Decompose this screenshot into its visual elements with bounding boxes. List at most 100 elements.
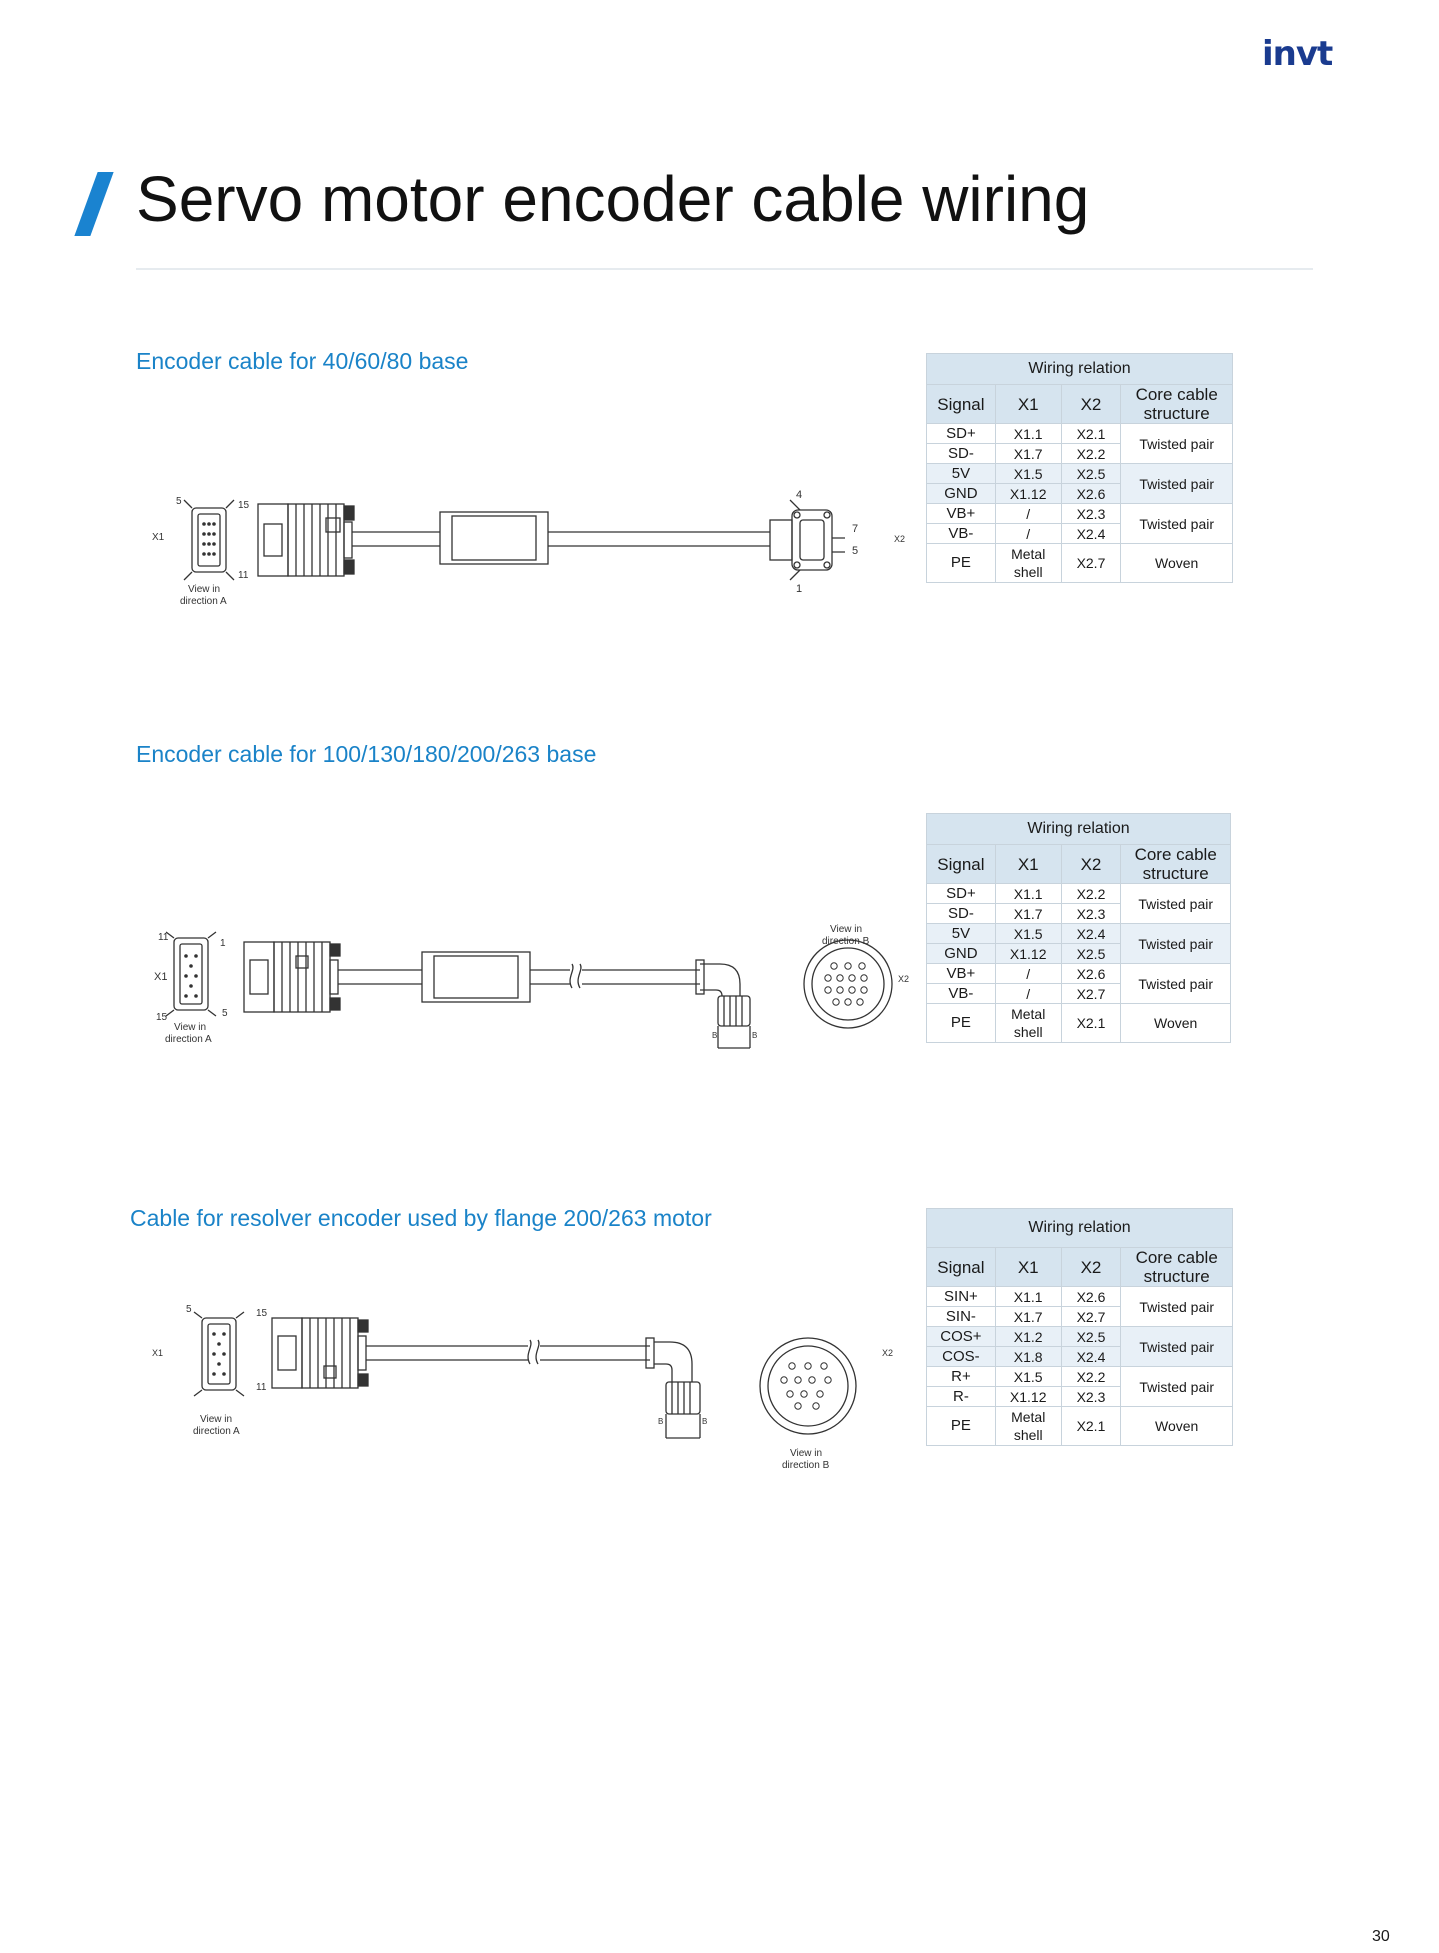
x2-pin-1-label: 1 <box>796 583 802 595</box>
b-marker-right: B <box>752 1031 757 1040</box>
table-row: PE Metal shell X2.1 Woven <box>926 1406 1233 1446</box>
core-structure-cell: Twisted pair <box>1120 503 1233 544</box>
cable-break-mark <box>527 1339 540 1365</box>
table-row: VB- / X2.7 <box>926 983 1231 1004</box>
table-row: VB+ / X2.6 Twisted pair <box>926 963 1231 1004</box>
view-a-label-line2: direction A <box>193 1426 240 1437</box>
core-structure-cell: Twisted pair <box>1120 1286 1233 1327</box>
x1-pin-5-label: 5 <box>186 1304 192 1315</box>
x2-elbow-connector <box>645 1337 701 1439</box>
b-marker-left: B <box>712 1031 717 1040</box>
x1-col-header: X1 <box>994 844 1062 884</box>
cable-right <box>548 531 770 547</box>
core-structure-cell: Twisted pair <box>1120 463 1233 504</box>
x1-pin-15-label: 15 <box>238 500 250 511</box>
table-row: COS+ X1.2 X2.5 Twisted pair <box>926 1326 1233 1367</box>
table-row: R+ X1.5 X2.2 Twisted pair <box>926 1366 1233 1407</box>
table-row: SD+ X1.1 X2.2 Twisted pair <box>926 883 1231 924</box>
x1-dsub-connector <box>243 941 341 1013</box>
x1-dsub-connector <box>257 503 355 577</box>
title-accent-slash <box>74 172 114 236</box>
x2-pin-7-label: 7 <box>852 523 858 535</box>
view-a-label-line1: View in <box>200 1414 232 1425</box>
table-row: GND X1.12 X2.5 <box>926 943 1231 964</box>
page-title: Servo motor encoder cable wiring <box>136 163 1090 235</box>
x1-label: X1 <box>152 532 165 543</box>
section-1-wiring-table: Wiring relation Signal X1 X2 Core cable … <box>926 353 1233 583</box>
x1-pin-11-label: 11 <box>256 1382 267 1393</box>
ferrite-core <box>439 511 549 565</box>
x2-elbow-connector <box>695 959 751 1049</box>
x1-pin-11-label: 11 <box>238 570 249 581</box>
x1-face-view <box>193 1311 245 1397</box>
b-marker-left: B <box>658 1417 663 1426</box>
x2-label: X2 <box>882 1348 893 1358</box>
x1-face-view <box>183 499 235 581</box>
table-row: PE Metal shell X2.1 Woven <box>926 1003 1231 1043</box>
view-b-label-line1: View in <box>790 1448 822 1459</box>
wiring-relation-header: Wiring relation <box>926 353 1233 385</box>
table-row: VB- / X2.4 <box>926 523 1233 544</box>
x1-pin-15-label: 15 <box>256 1308 268 1319</box>
section-2-wiring-table: Wiring relation Signal X1 X2 Core cable … <box>926 813 1231 1043</box>
x2-connector <box>769 499 845 581</box>
view-a-label-line2: direction A <box>180 596 227 607</box>
core-col-header: Core cable structure <box>1120 844 1231 884</box>
core-structure-cell: Twisted pair <box>1120 963 1231 1004</box>
table-row: SD- X1.7 X2.3 <box>926 903 1231 924</box>
core-col-header: Core cable structure <box>1120 384 1233 424</box>
table-row: 5V X1.5 X2.4 Twisted pair <box>926 923 1231 964</box>
x1-label: X1 <box>154 971 167 983</box>
core-structure-cell: Twisted pair <box>1120 423 1233 464</box>
signal-col-header: Signal <box>926 384 996 424</box>
wiring-relation-header: Wiring relation <box>926 1208 1233 1248</box>
x1-pin-5-label: 5 <box>176 496 182 507</box>
table-row: SD+ X1.1 X2.1 Twisted pair <box>926 423 1233 464</box>
table-row: 5V X1.5 X2.5 Twisted pair <box>926 463 1233 504</box>
section-2-cable-drawing: 11 1 X1 15 5 View in direction A <box>140 920 920 1065</box>
table-row: VB+ / X2.3 Twisted pair <box>926 503 1233 544</box>
x1-pin-15-label: 15 <box>156 1012 168 1023</box>
table-row: SD- X1.7 X2.2 <box>926 443 1233 464</box>
section-1-cable-drawing: 5 15 11 X1 View in direction A <box>140 470 920 615</box>
core-structure-cell: Twisted pair <box>1120 883 1231 924</box>
x2-col-header: X2 <box>1060 1247 1122 1287</box>
ferrite-core <box>421 951 531 1003</box>
section-3-wiring-table: Wiring relation Signal X1 X2 Core cable … <box>926 1208 1233 1446</box>
core-col-header: Core cable structure <box>1120 1247 1233 1287</box>
core-structure-cell: Twisted pair <box>1120 923 1231 964</box>
x1-col-header: X1 <box>994 1247 1062 1287</box>
section-3-title: Cable for resolver encoder used by flang… <box>130 1205 712 1231</box>
view-b-label-line1: View in <box>830 924 862 935</box>
core-structure-cell: Twisted pair <box>1120 1366 1233 1407</box>
b-marker-right: B <box>702 1417 707 1426</box>
cable-left <box>352 531 440 547</box>
x2-col-header: X2 <box>1060 384 1122 424</box>
invt-logo: invt <box>1262 34 1333 74</box>
view-a-label-line1: View in <box>174 1022 206 1033</box>
page-number: 30 <box>1372 1928 1390 1945</box>
x1-label: X1 <box>152 1348 163 1358</box>
x2-pin-5-label: 5 <box>852 545 858 557</box>
wiring-relation-header: Wiring relation <box>926 813 1231 845</box>
x2-label: X2 <box>898 974 909 984</box>
x1-pin-5-label: 5 <box>222 1008 228 1019</box>
x1-col-header: X1 <box>994 384 1062 424</box>
cable-break-mark <box>569 963 582 989</box>
view-a-label-line1: View in <box>188 584 220 595</box>
x1-dsub-connector <box>271 1317 369 1389</box>
view-b-label-line2: direction B <box>782 1460 830 1471</box>
core-structure-cell: Twisted pair <box>1120 1326 1233 1367</box>
x1-pin-1-label: 1 <box>220 938 226 949</box>
title-divider <box>136 268 1313 270</box>
section-2-title: Encoder cable for 100/130/180/200/263 ba… <box>136 741 597 767</box>
x2-col-header: X2 <box>1060 844 1122 884</box>
view-b-label-line2: direction B <box>822 936 870 947</box>
table-row: SIN+ X1.1 X2.6 Twisted pair <box>926 1286 1233 1327</box>
table-row: GND X1.12 X2.6 <box>926 483 1233 504</box>
x1-face-view <box>165 931 217 1017</box>
view-a-label-line2: direction A <box>165 1034 212 1045</box>
table-row: COS- X1.8 X2.4 <box>926 1346 1233 1367</box>
section-3-cable-drawing: 5 15 11 X1 View in direction A <box>140 1300 920 1485</box>
section-1-title: Encoder cable for 40/60/80 base <box>136 348 469 374</box>
